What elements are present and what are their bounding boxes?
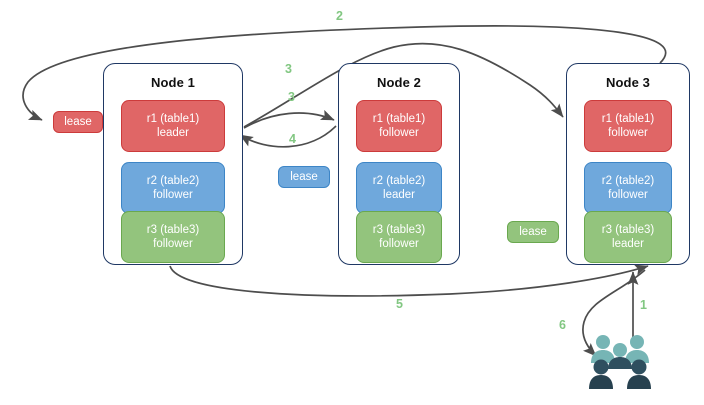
edge-step-3-short — [243, 109, 335, 129]
step-label-2: 2 — [336, 9, 343, 23]
step-label-3-long: 3 — [285, 62, 292, 76]
replica-name: r1 (table1) — [372, 113, 426, 125]
replica-name: r1 (table1) — [146, 113, 200, 125]
replica-name: r2 (table2) — [601, 175, 655, 187]
replica-node3-r3[interactable]: r3 (table3) leader — [584, 211, 672, 263]
step-label-5: 5 — [396, 297, 403, 311]
replica-role: leader — [157, 127, 189, 139]
replica-name: r3 (table3) — [372, 224, 426, 236]
node-title: Node 1 — [151, 75, 195, 90]
node-box-node2[interactable]: Node 2 r1 (table1) follower r2 (table2) … — [338, 63, 460, 265]
lease-label: lease — [290, 171, 318, 183]
replica-node1-r1[interactable]: r1 (table1) leader — [121, 100, 225, 152]
replica-name: r3 (table3) — [601, 224, 655, 236]
replica-node2-r3[interactable]: r3 (table3) follower — [356, 211, 442, 263]
node-title: Node 2 — [377, 75, 421, 90]
replica-name: r2 (table2) — [372, 175, 426, 187]
replica-role: follower — [608, 127, 648, 139]
edge-step-5 — [169, 264, 649, 297]
replica-role: leader — [383, 189, 415, 201]
replica-node3-r2[interactable]: r2 (table2) follower — [584, 162, 672, 214]
lease-label: lease — [519, 226, 547, 238]
lease-badge-blue[interactable]: lease — [278, 166, 330, 188]
node-box-node3[interactable]: Node 3 r1 (table1) follower r2 (table2) … — [566, 63, 690, 265]
replica-role: follower — [608, 189, 648, 201]
lease-badge-red[interactable]: lease — [53, 111, 103, 133]
lease-badge-green[interactable]: lease — [507, 221, 559, 243]
people-icon — [589, 335, 651, 389]
replica-role: follower — [153, 189, 193, 201]
replica-role: follower — [153, 238, 193, 250]
lease-label: lease — [64, 116, 92, 128]
replica-node3-r1[interactable]: r1 (table1) follower — [584, 100, 672, 152]
node-box-node1[interactable]: Node 1 r1 (table1) leader r2 (table2) fo… — [103, 63, 243, 265]
node-title: Node 3 — [606, 75, 650, 90]
replica-role: follower — [379, 127, 419, 139]
step-label-4: 4 — [289, 132, 296, 146]
replica-name: r3 (table3) — [146, 224, 200, 236]
replica-name: r2 (table2) — [146, 175, 200, 187]
replica-node1-r2[interactable]: r2 (table2) follower — [121, 162, 225, 214]
edge-step-4 — [239, 125, 337, 148]
replica-node2-r2[interactable]: r2 (table2) leader — [356, 162, 442, 214]
step-label-3-short: 3 — [288, 90, 295, 104]
replica-node2-r1[interactable]: r1 (table1) follower — [356, 100, 442, 152]
replica-role: leader — [612, 238, 644, 250]
step-label-1: 1 — [640, 298, 647, 312]
replica-name: r1 (table1) — [601, 113, 655, 125]
replica-role: follower — [379, 238, 419, 250]
step-label-6: 6 — [559, 318, 566, 332]
replica-node1-r3[interactable]: r3 (table3) follower — [121, 211, 225, 263]
